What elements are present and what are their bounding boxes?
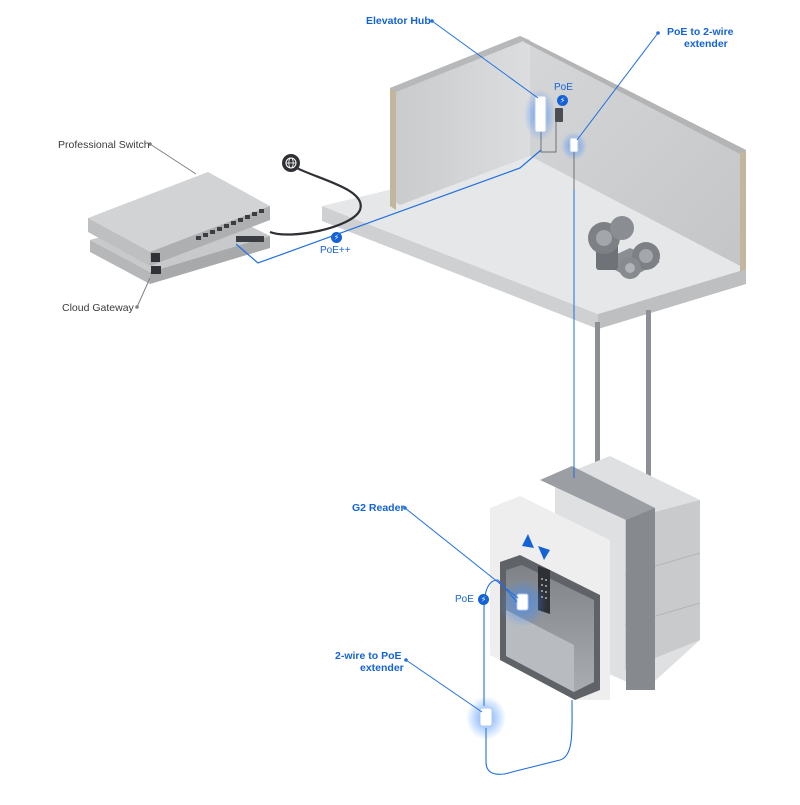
internet-cable	[269, 164, 362, 236]
room-wall-right-cap	[740, 150, 746, 272]
room-slab-front-right	[598, 269, 746, 329]
leader-elevator-hub	[431, 20, 539, 99]
tag-poe-car: PoE	[455, 594, 474, 605]
machine-room	[322, 36, 746, 329]
trailing-cable	[485, 699, 573, 775]
room-floor	[322, 156, 746, 314]
leader-cloud-gateway	[136, 277, 151, 308]
label-g2-reader: G2 Reader	[352, 502, 405, 514]
leader-professional-switch	[149, 143, 197, 175]
2wire-to-poe-extender-device	[466, 696, 506, 740]
room-wall-left-cap	[390, 88, 396, 210]
room-slab-front-left	[322, 206, 598, 329]
tag-poe-hub: PoE	[554, 82, 573, 93]
leader-poe-to-2wire	[576, 32, 659, 141]
triangle-up-icon	[522, 534, 534, 548]
label-poe-to-2wire-line2: extender	[684, 38, 728, 50]
label-2wire-to-poe-line2: extender	[360, 662, 404, 674]
internet-node	[282, 154, 300, 172]
hoist-cables	[595, 310, 651, 502]
room-wall-left-top	[390, 36, 526, 92]
tag-poe-plus: PoE++	[320, 245, 351, 256]
label-2wire-to-poe-line1: 2-wire to PoE	[335, 650, 402, 662]
room-wall-right	[520, 36, 746, 269]
label-professional-switch: Professional Switch	[58, 139, 150, 151]
leader-2wire-to-poe	[405, 659, 483, 713]
poe-to-2wire-extender-device	[561, 132, 587, 160]
leader-lines	[135, 19, 660, 713]
elevator-hub-device	[524, 89, 563, 141]
car-poe-link	[483, 579, 518, 706]
traction-machine	[588, 216, 660, 279]
label-poe-to-2wire-line1: PoE to 2-wire	[667, 26, 734, 38]
triangle-down-icon	[538, 546, 550, 560]
leader-g2-reader	[404, 507, 519, 599]
network-rack	[88, 149, 542, 284]
lightning-bolt-icon: ⚡	[331, 232, 342, 243]
lightning-bolt-icon: ⚡	[557, 95, 568, 106]
label-elevator-hub: Elevator Hub	[366, 15, 431, 27]
label-cloud-gateway: Cloud Gateway	[62, 302, 134, 314]
hub-wiring	[540, 122, 575, 190]
lightning-bolt-icon: ⚡	[478, 594, 489, 605]
professional-switch-device	[88, 172, 270, 266]
room-wall-right-top	[520, 36, 746, 154]
g2-reader-device	[499, 579, 547, 627]
elevator-car	[490, 456, 701, 700]
poe-plus-link	[235, 149, 542, 264]
